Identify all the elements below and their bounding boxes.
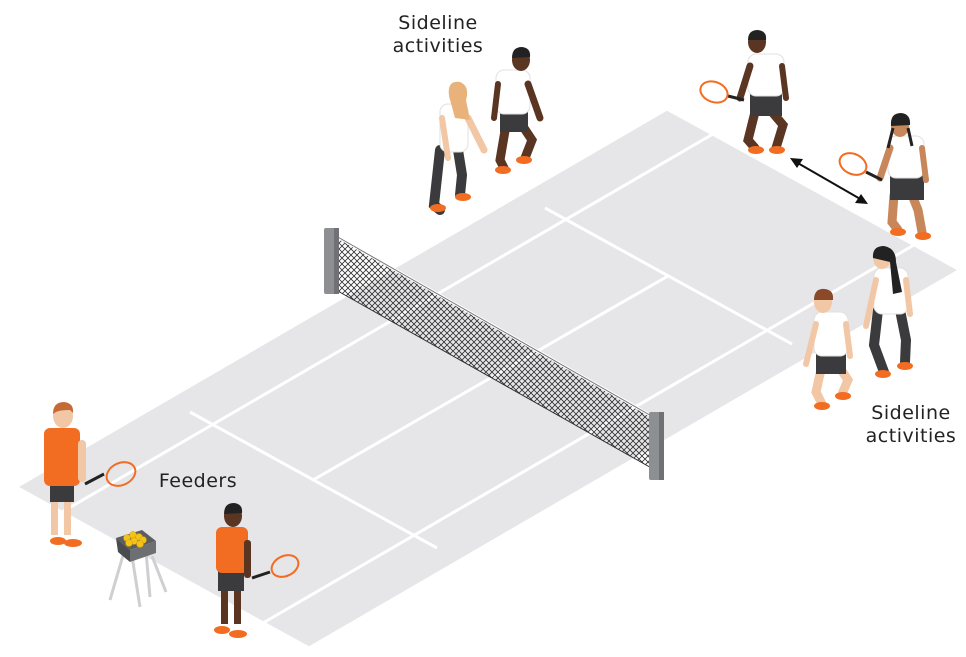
label-line: activities bbox=[368, 35, 508, 58]
player-sideline-blonde bbox=[430, 82, 484, 212]
racket-icon bbox=[697, 78, 730, 106]
sideline-activities-label-right: Sideline activities bbox=[856, 402, 966, 448]
label-line: Feeders bbox=[148, 470, 248, 493]
player-sideline-boy bbox=[494, 47, 540, 174]
feeders-label: Feeders bbox=[148, 470, 248, 493]
label-line: activities bbox=[856, 425, 966, 448]
label-line: Sideline bbox=[856, 402, 966, 425]
sideline-activities-label-top: Sideline activities bbox=[368, 12, 508, 58]
label-line: Sideline bbox=[368, 12, 508, 35]
racket-icon bbox=[836, 149, 870, 179]
